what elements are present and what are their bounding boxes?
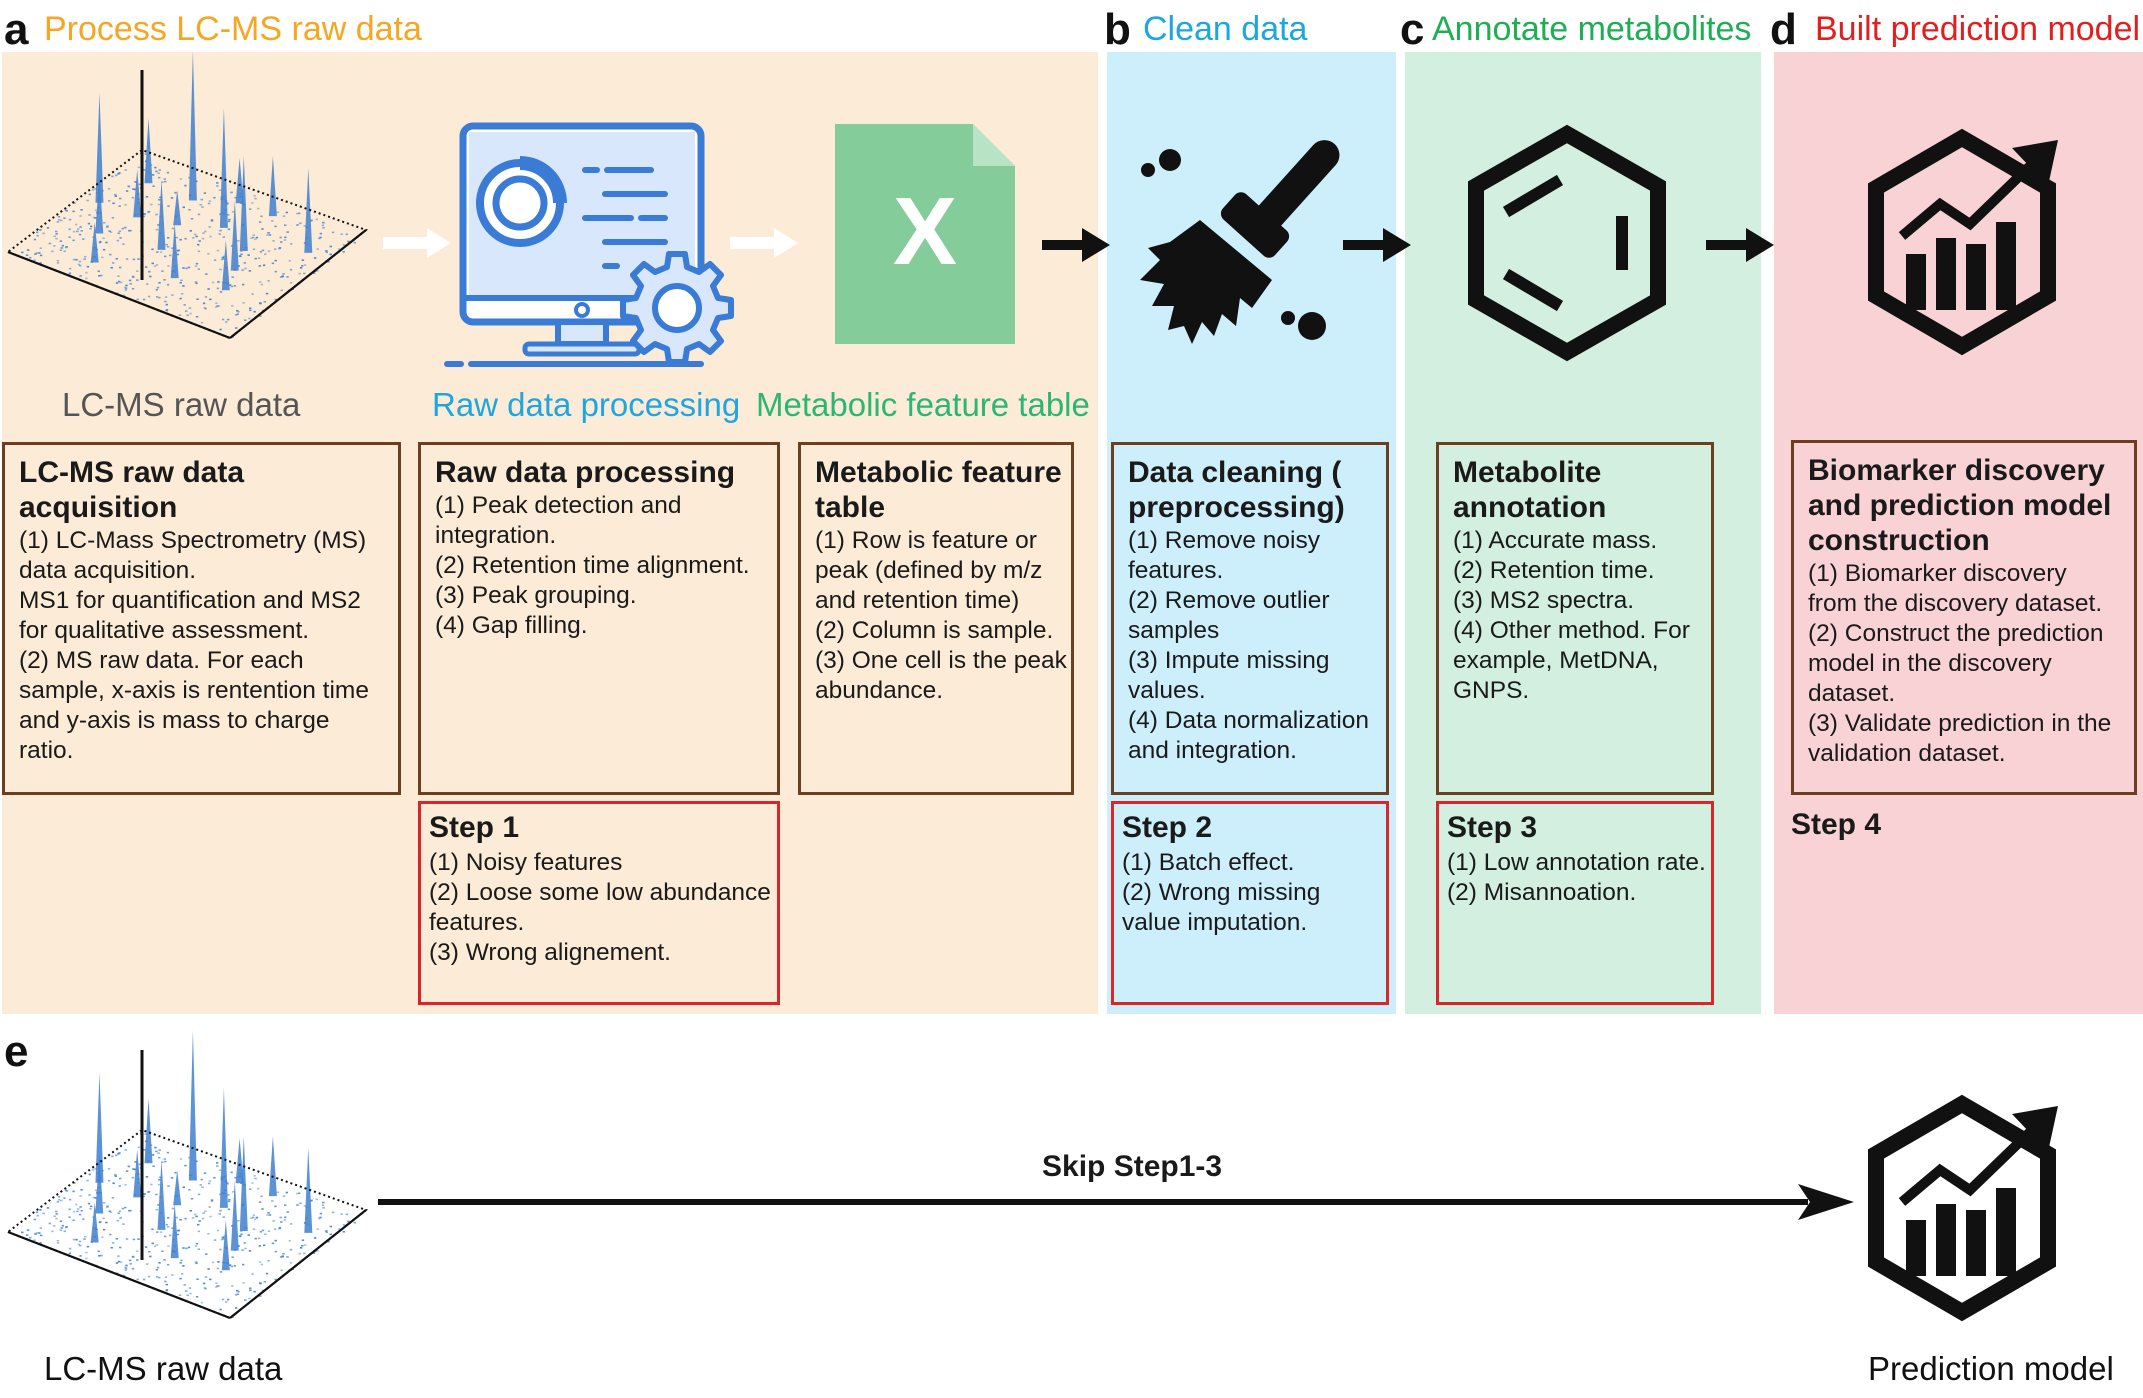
caption-bottom-raw-data: LC-MS raw data: [44, 1350, 283, 1387]
box-title: LC-MS raw data acquisition: [19, 456, 245, 524]
caption-feature-table: Metabolic feature table: [756, 386, 1090, 423]
step-line: (3) Wrong alignement.: [429, 939, 671, 966]
step-line: (2) Misannoation.: [1447, 879, 1637, 906]
panel-c-background: [1405, 52, 1761, 1014]
panel-letter-e: e: [4, 1027, 29, 1076]
black-arrow-icon: [1706, 228, 1774, 262]
panel-letter-b: b: [1104, 5, 1131, 54]
spreadsheet-letter: X: [893, 178, 957, 285]
broom-icon: [1140, 140, 1340, 344]
box-line: (1) Biomarker discovery from the discove…: [1808, 560, 2103, 617]
lc-ms-3d-spectrum-icon: [5, 50, 369, 340]
box-title: Biomarker discovery and prediction model…: [1808, 454, 2112, 557]
step-1-box: Step 1 (1) Noisy features (2) Loose some…: [418, 801, 780, 1005]
box-line: (2) Retention time.: [1453, 557, 1655, 584]
box-line: (1) Remove noisy features.: [1128, 527, 1320, 584]
box-line: MS1 for quantification and MS2 for quali…: [19, 587, 361, 644]
box-raw-data-processing: Raw data processing (1) Peak detection a…: [418, 442, 780, 795]
step-title: Step 3: [1447, 811, 1538, 844]
panel-letter-a: a: [4, 5, 29, 54]
box-line: (3) Peak grouping.: [435, 582, 637, 609]
panel-c-title: Annotate metabolites: [1432, 10, 1752, 48]
black-arrow-icon: [1343, 228, 1411, 262]
step-title: Step 1: [429, 811, 520, 844]
box-line: (3) Validate prediction in the validatio…: [1808, 710, 2112, 767]
white-arrow-icon: [730, 228, 798, 258]
box-line: (2) MS raw data. For each sample, x-axis…: [19, 647, 369, 764]
box-line: (2) Construct the prediction model in th…: [1808, 620, 2104, 707]
step-line: (1) Noisy features: [429, 849, 623, 876]
box-prediction-model: Biomarker discovery and prediction model…: [1791, 440, 2137, 795]
box-line: (2) Column is sample.: [815, 617, 1054, 644]
box-line: (3) MS2 spectra.: [1453, 587, 1635, 614]
box-line: (1) Row is feature or peak (defined by m…: [815, 527, 1043, 614]
caption-raw-data: LC-MS raw data: [62, 386, 301, 423]
step-line: (2) Wrong missing value imputation.: [1122, 879, 1321, 936]
growth-chart-hexagon-icon: [1868, 128, 2058, 356]
box-line: (3) Impute missing values.: [1128, 647, 1330, 704]
box-lc-ms-acquisition: LC-MS raw data acquisition (1) LC-Mass S…: [2, 442, 401, 795]
box-line: (4) Gap filling.: [435, 612, 588, 639]
box-title: Data cleaning ( preprocessing): [1128, 456, 1345, 524]
box-line: (4) Data normalization and integration.: [1128, 707, 1370, 764]
computer-processing-icon: [444, 122, 734, 367]
benzene-ring-icon: [1468, 124, 1666, 362]
black-arrow-icon: [1042, 228, 1110, 262]
box-line: (4) Other method. For example, MetDNA, G…: [1453, 617, 1690, 704]
box-line: (2) Remove outlier samples: [1128, 587, 1330, 644]
caption-prediction-model: Prediction model: [1868, 1350, 2114, 1387]
skip-arrow: [378, 1184, 1854, 1220]
box-line: (1) Peak detection and integration.: [435, 492, 682, 549]
box-line: (1) Accurate mass.: [1453, 527, 1658, 554]
box-metabolite-annotation: Metabolite annotation (1) Accurate mass.…: [1436, 442, 1714, 795]
panel-letter-d: d: [1770, 5, 1797, 54]
panel-letter-c: c: [1400, 5, 1425, 54]
step-4-label: Step 4: [1791, 808, 1882, 841]
box-line: (1) LC-Mass Spectrometry (MS) data acqui…: [19, 527, 367, 584]
box-line: (3) One cell is the peak abundance.: [815, 647, 1067, 704]
panel-d-title: Built prediction model: [1815, 10, 2141, 48]
box-line: (2) Retention time alignment.: [435, 552, 750, 579]
box-data-cleaning: Data cleaning ( preprocessing) (1) Remov…: [1111, 442, 1389, 795]
box-title: Metabolite annotation: [1453, 456, 1607, 524]
growth-chart-hexagon-icon: [1868, 1094, 2058, 1322]
step-line: (1) Low annotation rate.: [1447, 849, 1706, 876]
panel-b-title: Clean data: [1143, 10, 1308, 48]
box-title: Raw data processing: [435, 456, 736, 489]
step-3-box: Step 3 (1) Low annotation rate. (2) Misa…: [1436, 801, 1714, 1005]
skip-label: Skip Step1-3: [1042, 1150, 1223, 1183]
panel-a-title: Process LC-MS raw data: [44, 10, 422, 48]
box-feature-table: Metabolic feature table (1) Row is featu…: [798, 442, 1074, 795]
step-2-box: Step 2 (1) Batch effect. (2) Wrong missi…: [1111, 801, 1389, 1005]
caption-raw-data-processing: Raw data processing: [432, 386, 741, 423]
spreadsheet-icon: X: [835, 124, 1015, 344]
step-line: (2) Loose some low abundance features.: [429, 879, 771, 936]
step-line: (1) Batch effect.: [1122, 849, 1295, 876]
white-arrow-icon: [383, 228, 451, 258]
step-title: Step 2: [1122, 811, 1213, 844]
lc-ms-3d-spectrum-icon: [5, 1030, 369, 1320]
box-title: Metabolic feature table: [815, 456, 1062, 524]
